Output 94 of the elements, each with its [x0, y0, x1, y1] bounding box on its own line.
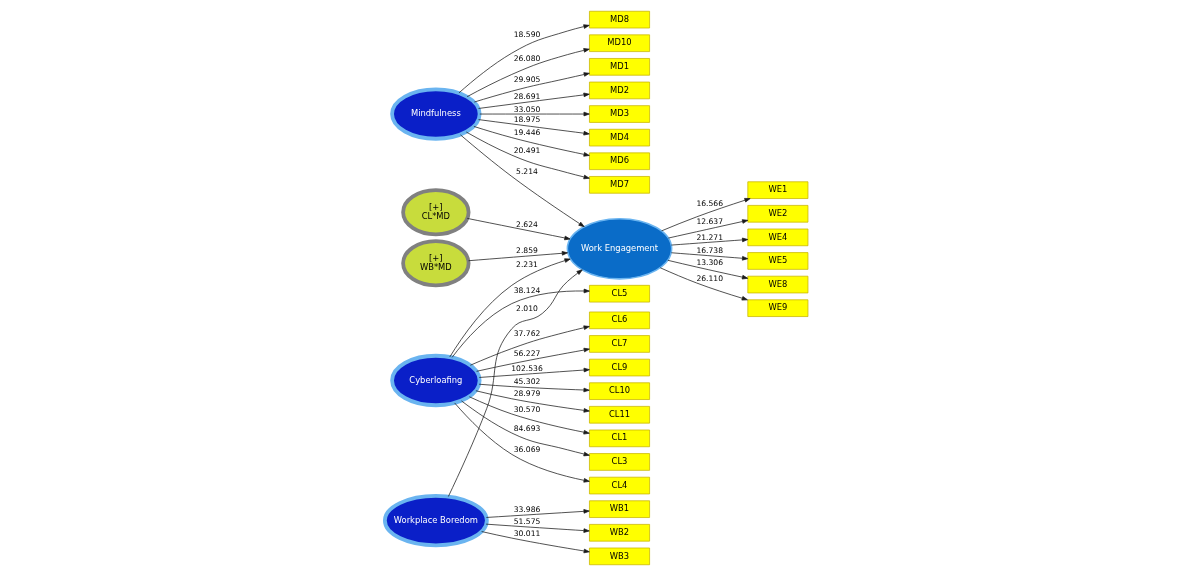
node-ellipse: Mindfulness	[389, 87, 482, 141]
arrow	[473, 72, 590, 103]
node-box: WE5	[746, 252, 808, 270]
edge-label: 102.536	[510, 364, 543, 374]
edge-label: 38.124	[513, 285, 540, 295]
edge-label: 18.975	[513, 114, 540, 124]
arrow	[478, 367, 590, 378]
node-box: WE1	[746, 181, 808, 199]
node-box: CL10	[588, 382, 650, 400]
edge-label: 21.271	[695, 232, 723, 242]
arrow	[475, 390, 590, 413]
edge-label: 30.011	[513, 528, 540, 538]
node-box: MD6	[588, 152, 650, 170]
node-box: WE2	[746, 205, 808, 223]
edge-label: 16.738	[695, 245, 723, 255]
edge-label: 16.566	[695, 199, 723, 209]
arrow	[670, 252, 748, 261]
arrow	[465, 131, 590, 180]
edge-label: 28.691	[513, 91, 540, 101]
arrow	[666, 259, 748, 280]
arrow	[667, 219, 748, 239]
node-box: WE9	[746, 299, 808, 317]
arrow	[466, 48, 590, 98]
arrow	[466, 218, 570, 241]
arrow	[670, 237, 748, 246]
node-box: MD7	[588, 176, 650, 194]
edge-label: 19.446	[513, 128, 540, 138]
edge-label: 20.491	[513, 145, 540, 155]
edge-label: 2.010	[515, 304, 538, 314]
node-ellipse: [+] CL*MD	[400, 188, 470, 237]
arrow	[485, 509, 590, 518]
arrow	[480, 531, 590, 554]
node-box: WB2	[588, 524, 650, 542]
edge-label: 36.069	[513, 445, 540, 455]
edge-label: 26.110	[695, 273, 723, 283]
edge-label: 45.302	[513, 377, 540, 387]
edge-label: 12.637	[695, 217, 723, 227]
node-box: WE4	[746, 228, 808, 247]
edge-label: 2.624	[515, 219, 538, 229]
node-box: WE8	[746, 275, 808, 294]
edge-label: 28.979	[513, 389, 540, 399]
arrow	[660, 198, 751, 232]
arrow	[475, 347, 590, 372]
node-box: MD1	[588, 58, 650, 76]
node-box: MD8	[588, 10, 650, 29]
edge-label: 30.570	[513, 404, 540, 414]
arrow	[458, 24, 590, 94]
arrow	[459, 134, 585, 228]
edge-label: 2.231	[515, 260, 538, 270]
arrow	[467, 251, 568, 262]
arrow	[447, 269, 583, 497]
edge-label: 84.693	[513, 423, 540, 433]
edge-label: 26.080	[513, 53, 540, 63]
node-box: MD2	[588, 81, 650, 100]
edge-label: 2.859	[515, 246, 538, 256]
arrow	[469, 325, 590, 366]
edge-label: 5.214	[515, 167, 538, 177]
edge-label: 51.575	[513, 516, 540, 526]
arrow	[477, 92, 590, 109]
node-box: WB3	[588, 547, 650, 566]
arrow	[473, 126, 590, 157]
node-ellipse: Cyberloafing	[389, 353, 482, 408]
edge-label: 29.905	[513, 75, 540, 85]
node-box: CL9	[588, 358, 650, 377]
node-ellipse: Workplace Boredom	[382, 493, 489, 548]
node-box: CL1	[588, 429, 650, 448]
node-ellipse: Work Engagement	[566, 217, 672, 280]
node-box: CL11	[588, 406, 650, 424]
arrow	[477, 119, 590, 136]
arrow	[478, 111, 590, 117]
arrow	[451, 288, 590, 358]
edge-label: 33.050	[513, 104, 540, 114]
node-box: CL3	[588, 453, 650, 471]
arrow	[448, 258, 571, 358]
arrow	[453, 402, 590, 483]
arrow	[460, 400, 590, 457]
edge-label: 56.227	[513, 349, 540, 359]
node-ellipse: [+] WB*MD	[400, 239, 470, 288]
node-box: CL6	[588, 311, 650, 330]
node-box: MD3	[588, 105, 650, 123]
edge-label: 33.986	[513, 505, 540, 515]
node-box: CL4	[588, 476, 650, 495]
arrow	[468, 396, 590, 435]
edge-label: 37.762	[513, 329, 540, 339]
arrow	[659, 267, 748, 301]
arrow	[478, 383, 590, 393]
node-box: CL7	[588, 335, 650, 353]
edge-label: 13.306	[695, 257, 723, 267]
arrow	[485, 523, 590, 533]
node-box: MD10	[588, 34, 650, 52]
node-box: CL5	[588, 284, 650, 303]
edge-label: 18.590	[513, 30, 540, 40]
node-box: MD4	[588, 128, 650, 147]
node-box: WB1	[588, 500, 650, 518]
